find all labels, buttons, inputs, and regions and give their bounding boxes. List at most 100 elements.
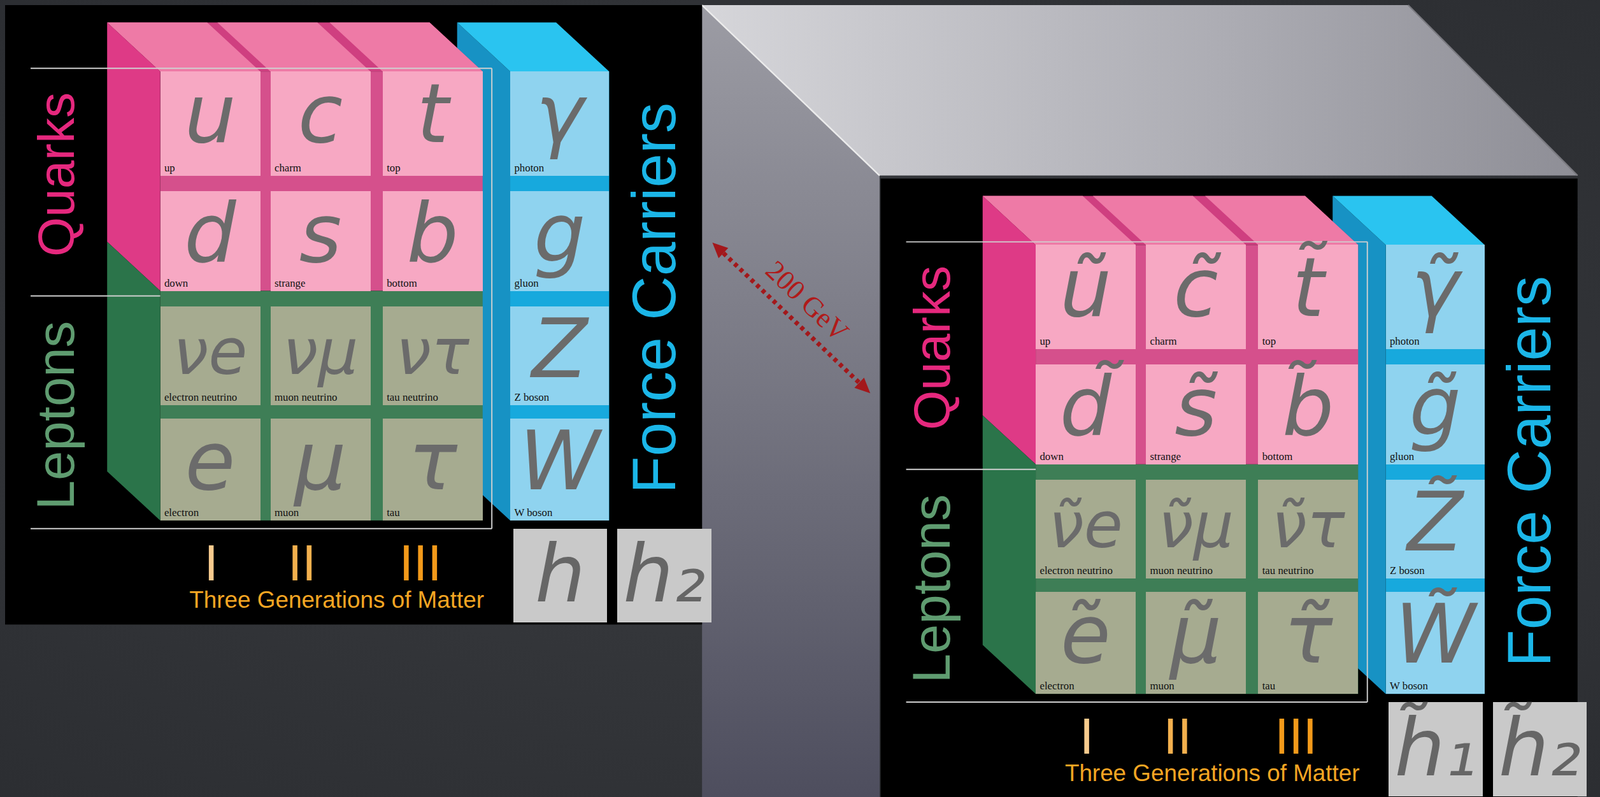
generation-number: III (1274, 710, 1318, 762)
particle-symbol: μ (294, 420, 347, 502)
particle-box: b̃ bottom (1257, 364, 1358, 465)
particle-symbol: ντ (396, 320, 470, 384)
particle-name: Z boson (1389, 565, 1425, 577)
particle-box: τtau (382, 418, 483, 521)
particle-symbol: s̃ (1174, 366, 1218, 448)
particle-box: t top (382, 71, 483, 176)
particle-box: s strange (270, 191, 371, 292)
particle-name: gluon (514, 278, 539, 290)
particle-symbol: s (299, 192, 343, 275)
particle-name: muon neutrino (1149, 565, 1213, 577)
higgs-box: h̃₁ (1388, 701, 1483, 796)
particle-name: down (164, 278, 188, 290)
particle-box: g̃gluon (1385, 364, 1485, 465)
particle-symbol: γ (535, 73, 585, 155)
particle-box: τ̃tau (1257, 591, 1358, 694)
particle-name: muon (1149, 680, 1174, 692)
particle-name: photon (514, 163, 544, 174)
group-label: Leptons (29, 321, 83, 510)
particle-box: ccharm (270, 71, 371, 176)
particle-symbol: g (533, 192, 586, 275)
particle-panel: QuarksLeptonsForce CarriersIIIIIIThree G… (5, 5, 702, 625)
generation-number: II (287, 536, 317, 588)
particle-name: tau (386, 507, 400, 519)
particle-name: electron (1039, 680, 1074, 692)
particle-name: tau (1262, 680, 1276, 692)
particle-name: charm (274, 163, 302, 174)
particle-symbol: γ̃ (1410, 247, 1460, 329)
arrowhead (854, 377, 871, 394)
particle-symbol: W̃ (1394, 593, 1476, 676)
particle-box: μ̃ muon (1145, 591, 1246, 694)
particle-box: ν̃μmuon neutrino (1145, 479, 1246, 579)
connector-line (723, 252, 860, 383)
particle-box: ντ tau neutrino (382, 306, 483, 406)
generation-caption: Three Generations of Matter (1064, 761, 1360, 786)
particle-name: electron (164, 507, 199, 519)
particle-box: d̃ down (1035, 364, 1136, 465)
particle-symbol: h (535, 534, 586, 615)
particle-symbol: t̃ (1292, 247, 1325, 329)
particle-box: ẽelectron (1035, 591, 1136, 694)
group-label: Force Carriers (1498, 275, 1560, 667)
group-label: Quarks (906, 265, 958, 430)
particle-box: t̃top (1257, 244, 1358, 349)
particle-box: W W boson (510, 418, 609, 521)
particle-box: s̃strange (1145, 364, 1246, 465)
particle-symbol: Z̃ (1407, 481, 1464, 564)
higgs-box: h̃₂ (1492, 701, 1587, 796)
group-label: Leptons (905, 494, 958, 683)
particle-name: bottom (1262, 451, 1293, 463)
perspective-edge (701, 5, 880, 176)
particle-box: ũup (1035, 244, 1136, 349)
particle-name: muon (274, 507, 299, 519)
particle-symbol: b (407, 192, 459, 275)
particle-name: strange (274, 278, 306, 290)
generation-number: III (399, 536, 443, 588)
particle-box: g gluon (510, 191, 609, 292)
particle-box: uup (160, 71, 261, 176)
particle-name: electron neutrino (164, 392, 237, 404)
particle-symbol: u (184, 73, 236, 155)
particle-symbol: c̃ (1173, 247, 1218, 329)
particle-name: Z boson (514, 392, 550, 404)
particle-symbol: h̃₁ (1394, 708, 1477, 788)
particle-symbol: d̃ (1059, 366, 1112, 448)
arrowhead (712, 242, 729, 259)
particle-name: electron neutrino (1039, 565, 1113, 577)
particle-box: ν̃eelectron neutrino (1035, 479, 1136, 579)
particle-symbol: ũ (1059, 247, 1112, 329)
particle-symbol: t (416, 73, 449, 155)
particle-symbol: h₂ (622, 534, 706, 615)
edge-label: 200 GeV (760, 256, 854, 347)
particle-box: ddown (160, 191, 261, 292)
particle-symbol: μ̃ (1170, 593, 1223, 676)
particle-symbol: W (519, 420, 600, 502)
particle-box: γ photon (510, 71, 609, 176)
particle-name: tau neutrino (386, 392, 439, 404)
particle-box: ν̃τtau neutrino (1257, 479, 1358, 579)
particle-name: charm (1149, 336, 1177, 348)
group-label: Force Carriers (623, 102, 685, 494)
particle-box: ZZ boson (510, 306, 609, 406)
particle-box: νeelectron neutrino (160, 306, 261, 406)
perspective-edge (1408, 5, 1578, 176)
particle-box: γ̃ photon (1385, 244, 1485, 349)
particle-name: photon (1389, 336, 1420, 348)
particle-box: Z̃Z boson (1385, 479, 1485, 579)
generation-caption: Three Generations of Matter (189, 588, 485, 613)
higgs-box: h₂ (617, 528, 711, 623)
particle-name: W boson (514, 507, 553, 519)
generation-number: II (1163, 710, 1192, 762)
perspective-ceiling (701, 5, 1578, 176)
particle-name: top (386, 163, 400, 174)
particle-symbol: b̃ (1282, 366, 1334, 448)
particle-name: tau neutrino (1262, 565, 1315, 577)
particle-name: up (1039, 336, 1051, 348)
particle-name: gluon (1389, 451, 1415, 463)
particle-box: μ muon (270, 418, 371, 521)
particle-symbol: νμ (282, 320, 359, 384)
particle-symbol: h̃₂ (1498, 708, 1581, 788)
particle-name: down (1039, 451, 1064, 463)
